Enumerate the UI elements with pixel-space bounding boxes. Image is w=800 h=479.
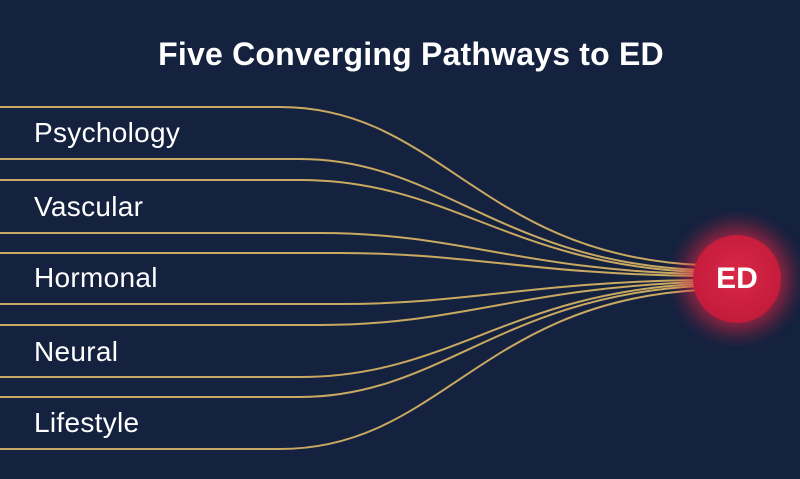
pathway-line-lifestyle-bottom [0,289,701,450]
pathway-line-neural-top [0,281,701,326]
pathway-label-lifestyle: Lifestyle [34,407,140,438]
pathway-line-neural-bottom [0,283,701,378]
target-node-ed: ED [693,235,781,323]
pathway-line-vascular-top [0,179,701,273]
pathway-line-psychology-bottom [0,158,701,271]
pathway-label-vascular: Vascular [34,191,144,222]
pathway-label-psychology: Psychology [34,117,181,148]
pathway-line-vascular-bottom [0,232,701,275]
pathway-line-lifestyle-top [0,285,701,398]
pathway-line-hormonal-bottom [0,279,701,305]
target-node-label: ED [716,262,758,295]
diagram-title: Five Converging Pathways to ED [158,36,664,72]
pathway-line-psychology-top [0,106,701,266]
pathway-line-hormonal-top [0,252,701,277]
pathway-label-hormonal: Hormonal [34,262,158,293]
pathway-label-neural: Neural [34,336,119,367]
